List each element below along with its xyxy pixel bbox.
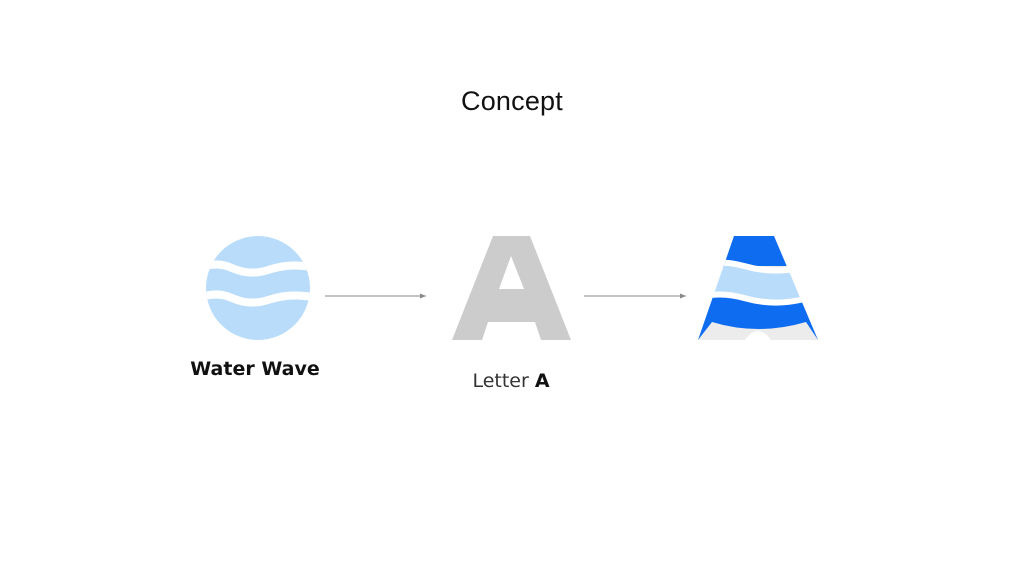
combined-logo-icon (698, 236, 818, 340)
water-wave-icon (206, 236, 310, 340)
letter-a-label: Letter A (451, 370, 571, 392)
letter-a-label-regular: Letter (472, 370, 529, 392)
letter-a-label-bold: A (534, 370, 550, 392)
letter-a-icon (452, 236, 571, 340)
page-title: Concept (461, 86, 563, 116)
water-wave-label: Water Wave (190, 358, 320, 380)
